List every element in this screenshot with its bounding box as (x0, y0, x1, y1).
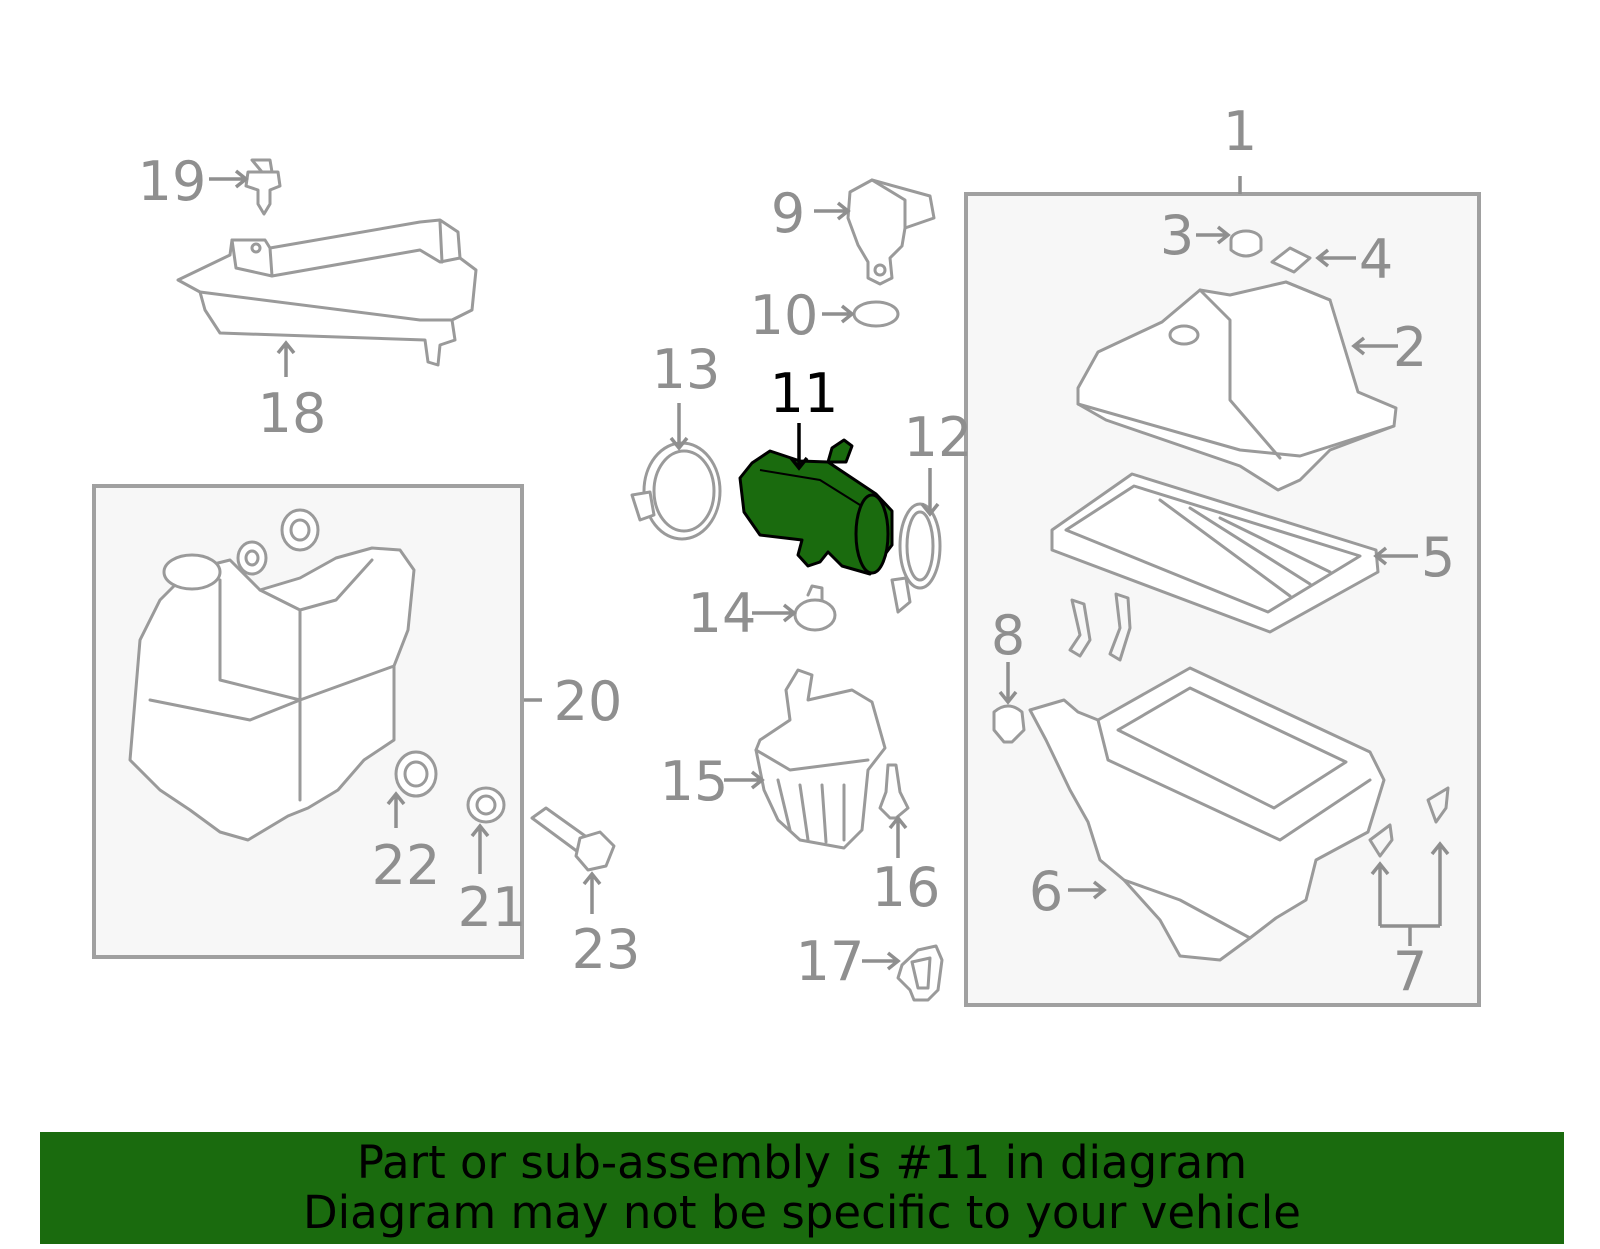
part-19-clip[interactable] (244, 158, 282, 216)
callout-7: 7 (1393, 940, 1427, 1003)
part-21-grommet[interactable] (466, 786, 506, 824)
part-10-o-ring[interactable] (852, 300, 900, 328)
callout-11: 11 (770, 362, 839, 425)
part-8-grommet[interactable] (992, 704, 1026, 744)
part-20-housing[interactable] (128, 546, 416, 842)
callout-3: 3 (1160, 204, 1194, 267)
part-15-resonator[interactable] (754, 668, 887, 850)
callout-22: 22 (372, 834, 441, 897)
part-22-grommet[interactable] (394, 750, 438, 798)
part-13-clamp[interactable] (630, 441, 722, 541)
callout-4: 4 (1359, 228, 1393, 291)
callout-1: 1 (1223, 100, 1257, 163)
callout-5: 5 (1421, 526, 1455, 589)
part-18-bracket[interactable] (176, 218, 478, 367)
part-12-clamp[interactable] (890, 502, 942, 614)
callout-17: 17 (796, 930, 865, 993)
callout-23: 23 (572, 918, 641, 981)
part-14-clamp[interactable] (793, 584, 837, 632)
callout-19: 19 (138, 150, 207, 213)
footer-banner: Part or sub-assembly is #11 in diagram D… (40, 1132, 1564, 1244)
part-grommet-a[interactable] (236, 540, 268, 576)
callout-18: 18 (258, 382, 327, 445)
callout-21: 21 (458, 876, 527, 939)
part-11-duct-highlight[interactable] (738, 438, 894, 576)
part-7-clips[interactable] (1068, 592, 1450, 858)
part-17-seal[interactable] (896, 944, 944, 1002)
footer-part-note: Part or sub-assembly is #11 in diagram (356, 1136, 1248, 1189)
part-23-bolt[interactable] (530, 806, 616, 872)
callout-6: 6 (1029, 860, 1063, 923)
callout-12: 12 (904, 406, 973, 469)
callout-10: 10 (750, 284, 819, 347)
part-2-cover[interactable] (1076, 280, 1398, 492)
callout-9: 9 (771, 182, 805, 245)
callout-20: 20 (554, 670, 623, 733)
leader-lines (209, 169, 1450, 971)
part-16-pin[interactable] (878, 763, 910, 820)
callout-15: 15 (660, 750, 729, 813)
part-9-sensor[interactable] (846, 178, 936, 286)
callout-13: 13 (652, 338, 721, 401)
callout-2: 2 (1393, 316, 1427, 379)
part-3-grommet[interactable] (1229, 229, 1263, 258)
part-4-pad[interactable] (1270, 246, 1312, 274)
callout-14: 14 (688, 582, 757, 645)
part-grommet-b[interactable] (280, 508, 320, 552)
part-6-lower-box[interactable] (1028, 666, 1386, 962)
callout-8: 8 (991, 604, 1025, 667)
footer-disclaimer: Diagram may not be specific to your vehi… (303, 1186, 1301, 1239)
part-5-filter[interactable] (1050, 472, 1380, 634)
callout-16: 16 (872, 856, 941, 919)
